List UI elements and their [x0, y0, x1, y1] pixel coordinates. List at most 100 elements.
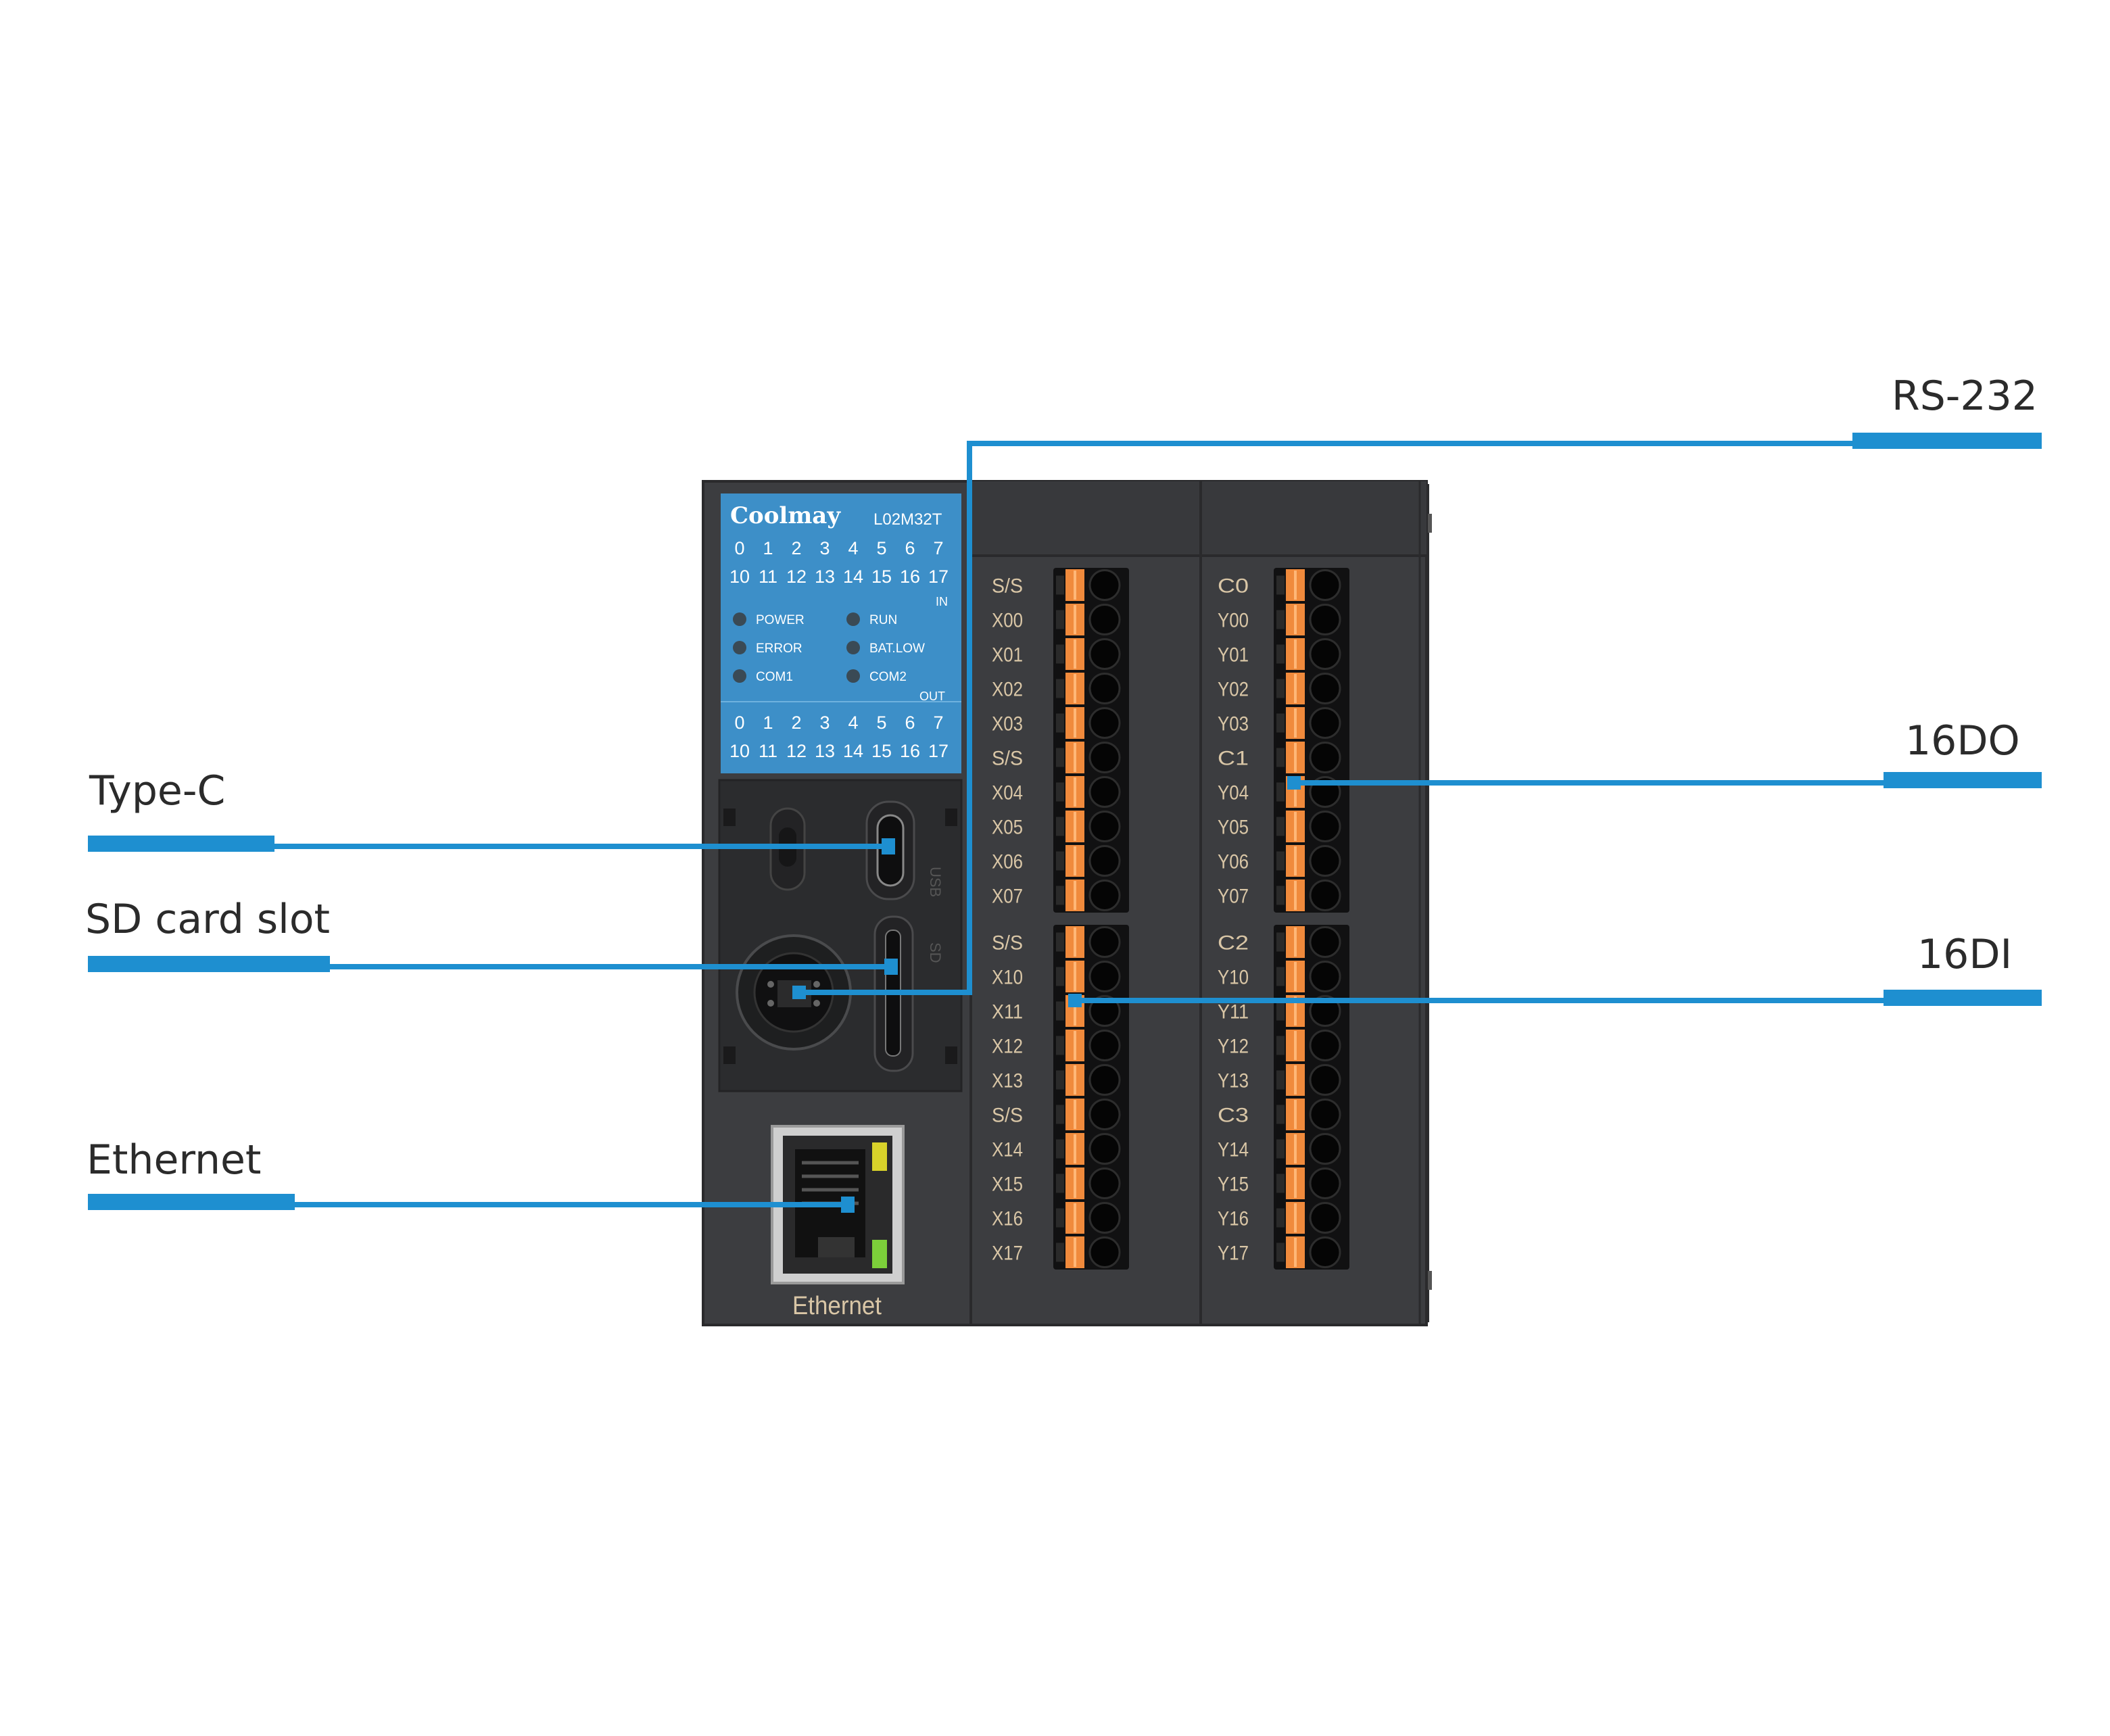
- terminal-label: Y01: [1218, 644, 1249, 667]
- terminal-wire-hole[interactable]: [1088, 1236, 1121, 1268]
- terminal-wire-hole[interactable]: [1309, 995, 1341, 1027]
- status-led-indicator: [733, 612, 746, 626]
- terminal-wire-hole[interactable]: [1309, 926, 1341, 958]
- led-number: 5: [876, 538, 886, 558]
- terminal-label: X16: [992, 1208, 1023, 1230]
- status-led-label: BAT.LOW: [869, 642, 925, 656]
- led-number: 4: [848, 713, 858, 733]
- terminal-label: Y07: [1218, 886, 1249, 908]
- led-number: 6: [905, 538, 915, 558]
- terminal-wire-hole[interactable]: [1088, 961, 1121, 992]
- model-number: L02M32T: [873, 510, 942, 529]
- terminal-label: Y10: [1218, 967, 1249, 989]
- led-number: 15: [871, 741, 892, 761]
- terminal-wire-hole[interactable]: [1088, 776, 1121, 808]
- terminal-label: X07: [992, 886, 1023, 908]
- led-number: 5: [876, 713, 886, 733]
- terminal-clip: [1056, 1208, 1064, 1228]
- status-led-indicator: [846, 612, 860, 626]
- led-number: 11: [759, 741, 777, 761]
- terminal-wire-hole[interactable]: [1309, 1133, 1341, 1165]
- callout-16do-label: 16DO: [1905, 717, 2020, 765]
- terminal-wire-hole[interactable]: [1309, 811, 1341, 842]
- terminal-wire-hole[interactable]: [1088, 811, 1121, 842]
- terminal-wire-hole[interactable]: [1309, 1030, 1341, 1061]
- led-number: 17: [928, 741, 949, 761]
- led-number: 13: [815, 566, 835, 587]
- terminal-wire-hole[interactable]: [1088, 1030, 1121, 1061]
- callout-sdcard-label: SD card slot: [85, 896, 331, 943]
- led-number: 13: [815, 741, 835, 761]
- terminal-wire-hole[interactable]: [1088, 845, 1121, 877]
- terminal-clip: [1056, 644, 1064, 664]
- terminal-wire-hole[interactable]: [1309, 1167, 1341, 1199]
- terminal-label: C0: [1218, 575, 1249, 598]
- status-led-label: COM2: [869, 670, 907, 684]
- callout-underlines: [88, 433, 2042, 1210]
- input-terminal-block: S/SX00X01X02X03S/SX04X05X06X07S/SX10X11X…: [992, 568, 1129, 1270]
- terminal-wire-hole[interactable]: [1088, 638, 1121, 670]
- terminal-wire-hole[interactable]: [1088, 1202, 1121, 1234]
- terminal-label: Y06: [1218, 851, 1249, 873]
- terminal-label: X05: [992, 817, 1023, 839]
- terminal-wire-hole[interactable]: [1309, 1099, 1341, 1130]
- ethernet-activity-led: [872, 1240, 887, 1268]
- terminal-label: X17: [992, 1243, 1023, 1265]
- terminal-clip: [1276, 1174, 1285, 1193]
- terminal-wire-hole[interactable]: [1309, 961, 1341, 992]
- terminal-wire-hole[interactable]: [1309, 673, 1341, 704]
- terminal-wire-hole[interactable]: [1088, 569, 1121, 601]
- led-number: 12: [786, 566, 807, 587]
- terminal-wire-hole[interactable]: [1309, 707, 1341, 739]
- terminal-label: Y14: [1218, 1139, 1249, 1161]
- terminal-wire-hole[interactable]: [1088, 879, 1121, 911]
- terminal-wire-hole[interactable]: [1088, 604, 1121, 635]
- status-led-indicator: [846, 641, 860, 654]
- terminal-clip: [1276, 644, 1285, 664]
- terminal-label: X01: [992, 644, 1023, 667]
- terminal-clip: [1276, 748, 1285, 767]
- terminal-clip: [1276, 1070, 1285, 1090]
- led-number: 17: [928, 566, 949, 587]
- terminal-wire-hole[interactable]: [1088, 707, 1121, 739]
- terminal-clip: [1056, 817, 1064, 836]
- terminal-wire-hole[interactable]: [1088, 995, 1121, 1027]
- terminal-label: Y12: [1218, 1036, 1249, 1058]
- terminal-label: X13: [992, 1070, 1023, 1092]
- terminal-wire-hole[interactable]: [1088, 1064, 1121, 1096]
- terminal-wire-hole[interactable]: [1088, 742, 1121, 773]
- terminal-wire-hole[interactable]: [1309, 1236, 1341, 1268]
- terminal-label: Y15: [1218, 1174, 1249, 1196]
- terminal-wire-hole[interactable]: [1088, 1167, 1121, 1199]
- terminal-wire-hole[interactable]: [1309, 1064, 1341, 1096]
- terminal-wire-hole[interactable]: [1088, 926, 1121, 958]
- terminal-clip: [1056, 932, 1064, 952]
- terminal-wire-hole[interactable]: [1088, 673, 1121, 704]
- terminal-wire-hole[interactable]: [1309, 742, 1341, 773]
- terminal-clip: [1276, 1243, 1285, 1262]
- terminal-wire-hole[interactable]: [1309, 638, 1341, 670]
- port-area: USB SD: [718, 779, 963, 1092]
- terminal-wire-hole[interactable]: [1309, 879, 1341, 911]
- terminal-clip: [1056, 782, 1064, 802]
- led-number: 0: [734, 713, 744, 733]
- terminal-label: S/S: [992, 932, 1023, 955]
- terminal-wire-hole[interactable]: [1088, 1099, 1121, 1130]
- status-led-indicator: [846, 669, 860, 683]
- usb-label: USB: [927, 867, 944, 897]
- terminal-wire-hole[interactable]: [1309, 1202, 1341, 1234]
- terminal-label: S/S: [992, 1105, 1023, 1127]
- terminal-wire-hole[interactable]: [1309, 604, 1341, 635]
- terminal-wire-hole[interactable]: [1088, 1133, 1121, 1165]
- terminal-label: C3: [1218, 1105, 1249, 1127]
- output-terminal-block: C0Y00Y01Y02Y03C1Y04Y05Y06Y07C2Y10Y11Y12Y…: [1218, 568, 1349, 1270]
- terminal-label: C1: [1218, 748, 1249, 770]
- ethernet-link-led: [872, 1142, 887, 1171]
- callout-rs232-label: RS-232: [1892, 372, 2038, 420]
- terminal-clip: [1056, 851, 1064, 871]
- terminal-clip: [1056, 1105, 1064, 1124]
- terminal-wire-hole[interactable]: [1309, 845, 1341, 877]
- terminal-wire-hole[interactable]: [1309, 569, 1341, 601]
